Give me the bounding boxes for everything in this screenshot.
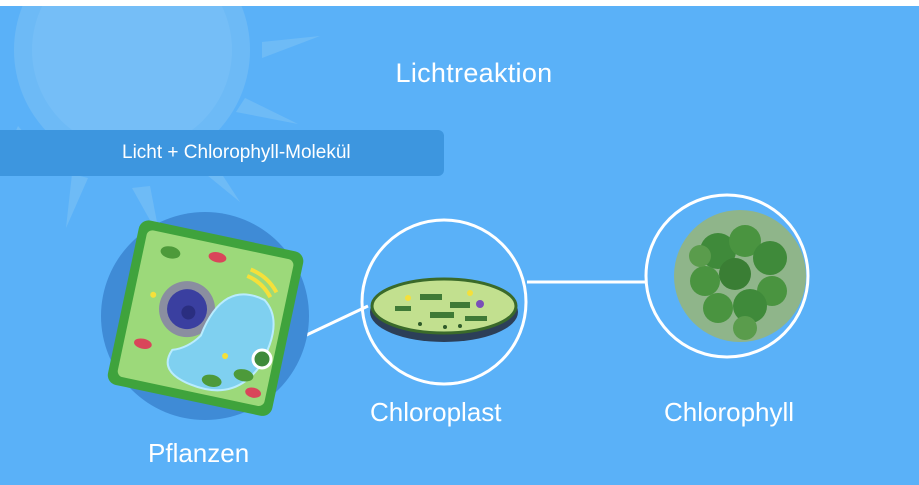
plant-cell-label: Pflanzen bbox=[148, 438, 250, 468]
plant-cell-icon bbox=[101, 212, 309, 420]
sun-icon bbox=[0, 6, 320, 238]
chloroplast-icon bbox=[360, 218, 528, 386]
chloroplast-label: Chloroplast bbox=[370, 397, 502, 427]
illustration-graphics bbox=[0, 6, 810, 420]
info-banner: Licht + Chlorophyll-Molekül bbox=[0, 130, 444, 176]
page-title: Lichtreaktion bbox=[395, 58, 553, 88]
chlorophyll-label: Chlorophyll bbox=[664, 397, 795, 427]
illustration-stage: Lichtreaktion Licht + Chlorophyll-Molekü… bbox=[0, 6, 919, 485]
chlorophyll-icon bbox=[644, 193, 810, 359]
banner-text: Licht + Chlorophyll-Molekül bbox=[122, 142, 351, 163]
